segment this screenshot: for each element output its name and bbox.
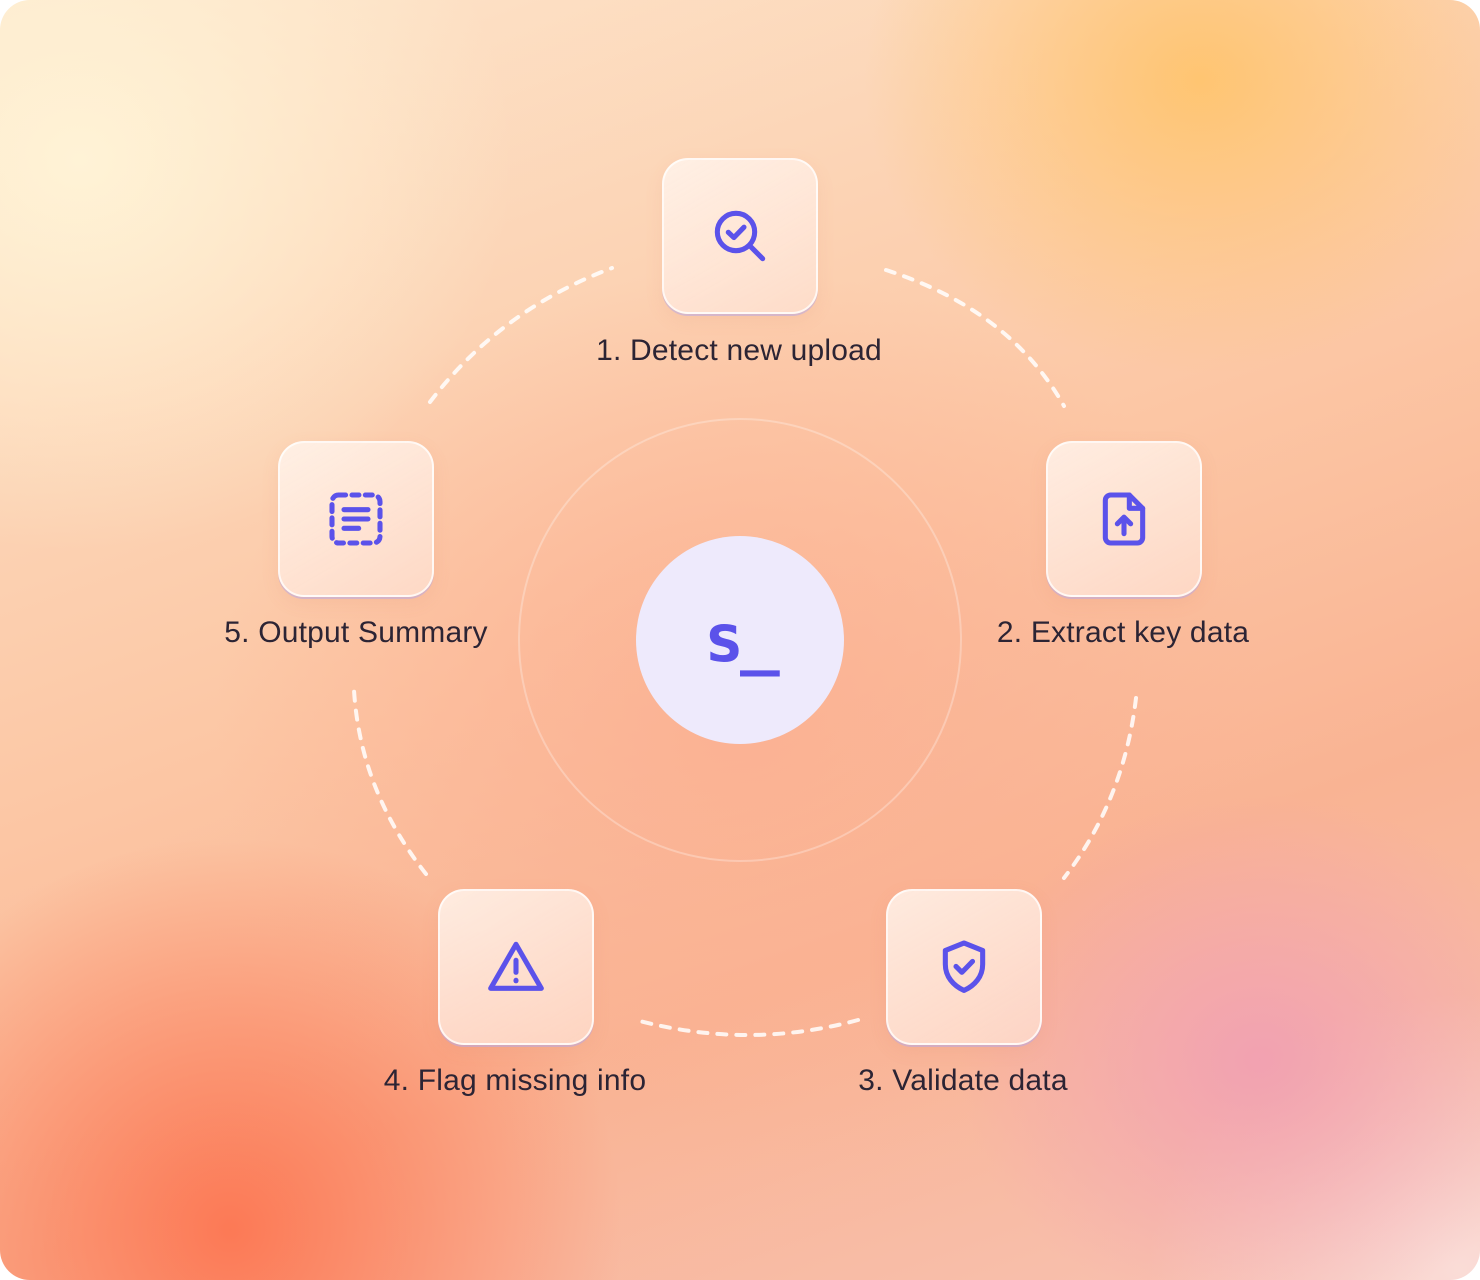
logo-text: s_ bbox=[704, 599, 780, 677]
file-upload-icon bbox=[1102, 492, 1146, 546]
step-1-card[interactable] bbox=[662, 158, 818, 314]
connector-3-4 bbox=[634, 1018, 860, 1037]
step-4-card[interactable] bbox=[438, 889, 594, 1045]
connector-4-5 bbox=[352, 688, 428, 876]
step-1-label: 1. Detect new upload bbox=[596, 334, 882, 367]
step-5-card[interactable] bbox=[278, 441, 434, 597]
search-check-icon bbox=[714, 210, 766, 262]
warning-triangle-icon bbox=[488, 941, 544, 991]
step-2-card[interactable] bbox=[1046, 441, 1202, 597]
shield-check-icon bbox=[942, 940, 986, 993]
center-ring bbox=[518, 418, 962, 862]
connector-2-3 bbox=[1062, 696, 1138, 880]
step-2-label: 2. Extract key data bbox=[996, 616, 1250, 649]
step-3-card[interactable] bbox=[886, 889, 1042, 1045]
center-logo-badge: s_ bbox=[636, 536, 844, 744]
dashed-text-icon bbox=[329, 492, 383, 546]
step-3-label: 3. Validate data bbox=[858, 1064, 1068, 1097]
step-4-label: 4. Flag missing info bbox=[383, 1064, 647, 1097]
step-5-label: 5. Output Summary bbox=[224, 616, 488, 649]
connector-5-1 bbox=[428, 266, 614, 404]
connector-1-2 bbox=[884, 268, 1066, 408]
